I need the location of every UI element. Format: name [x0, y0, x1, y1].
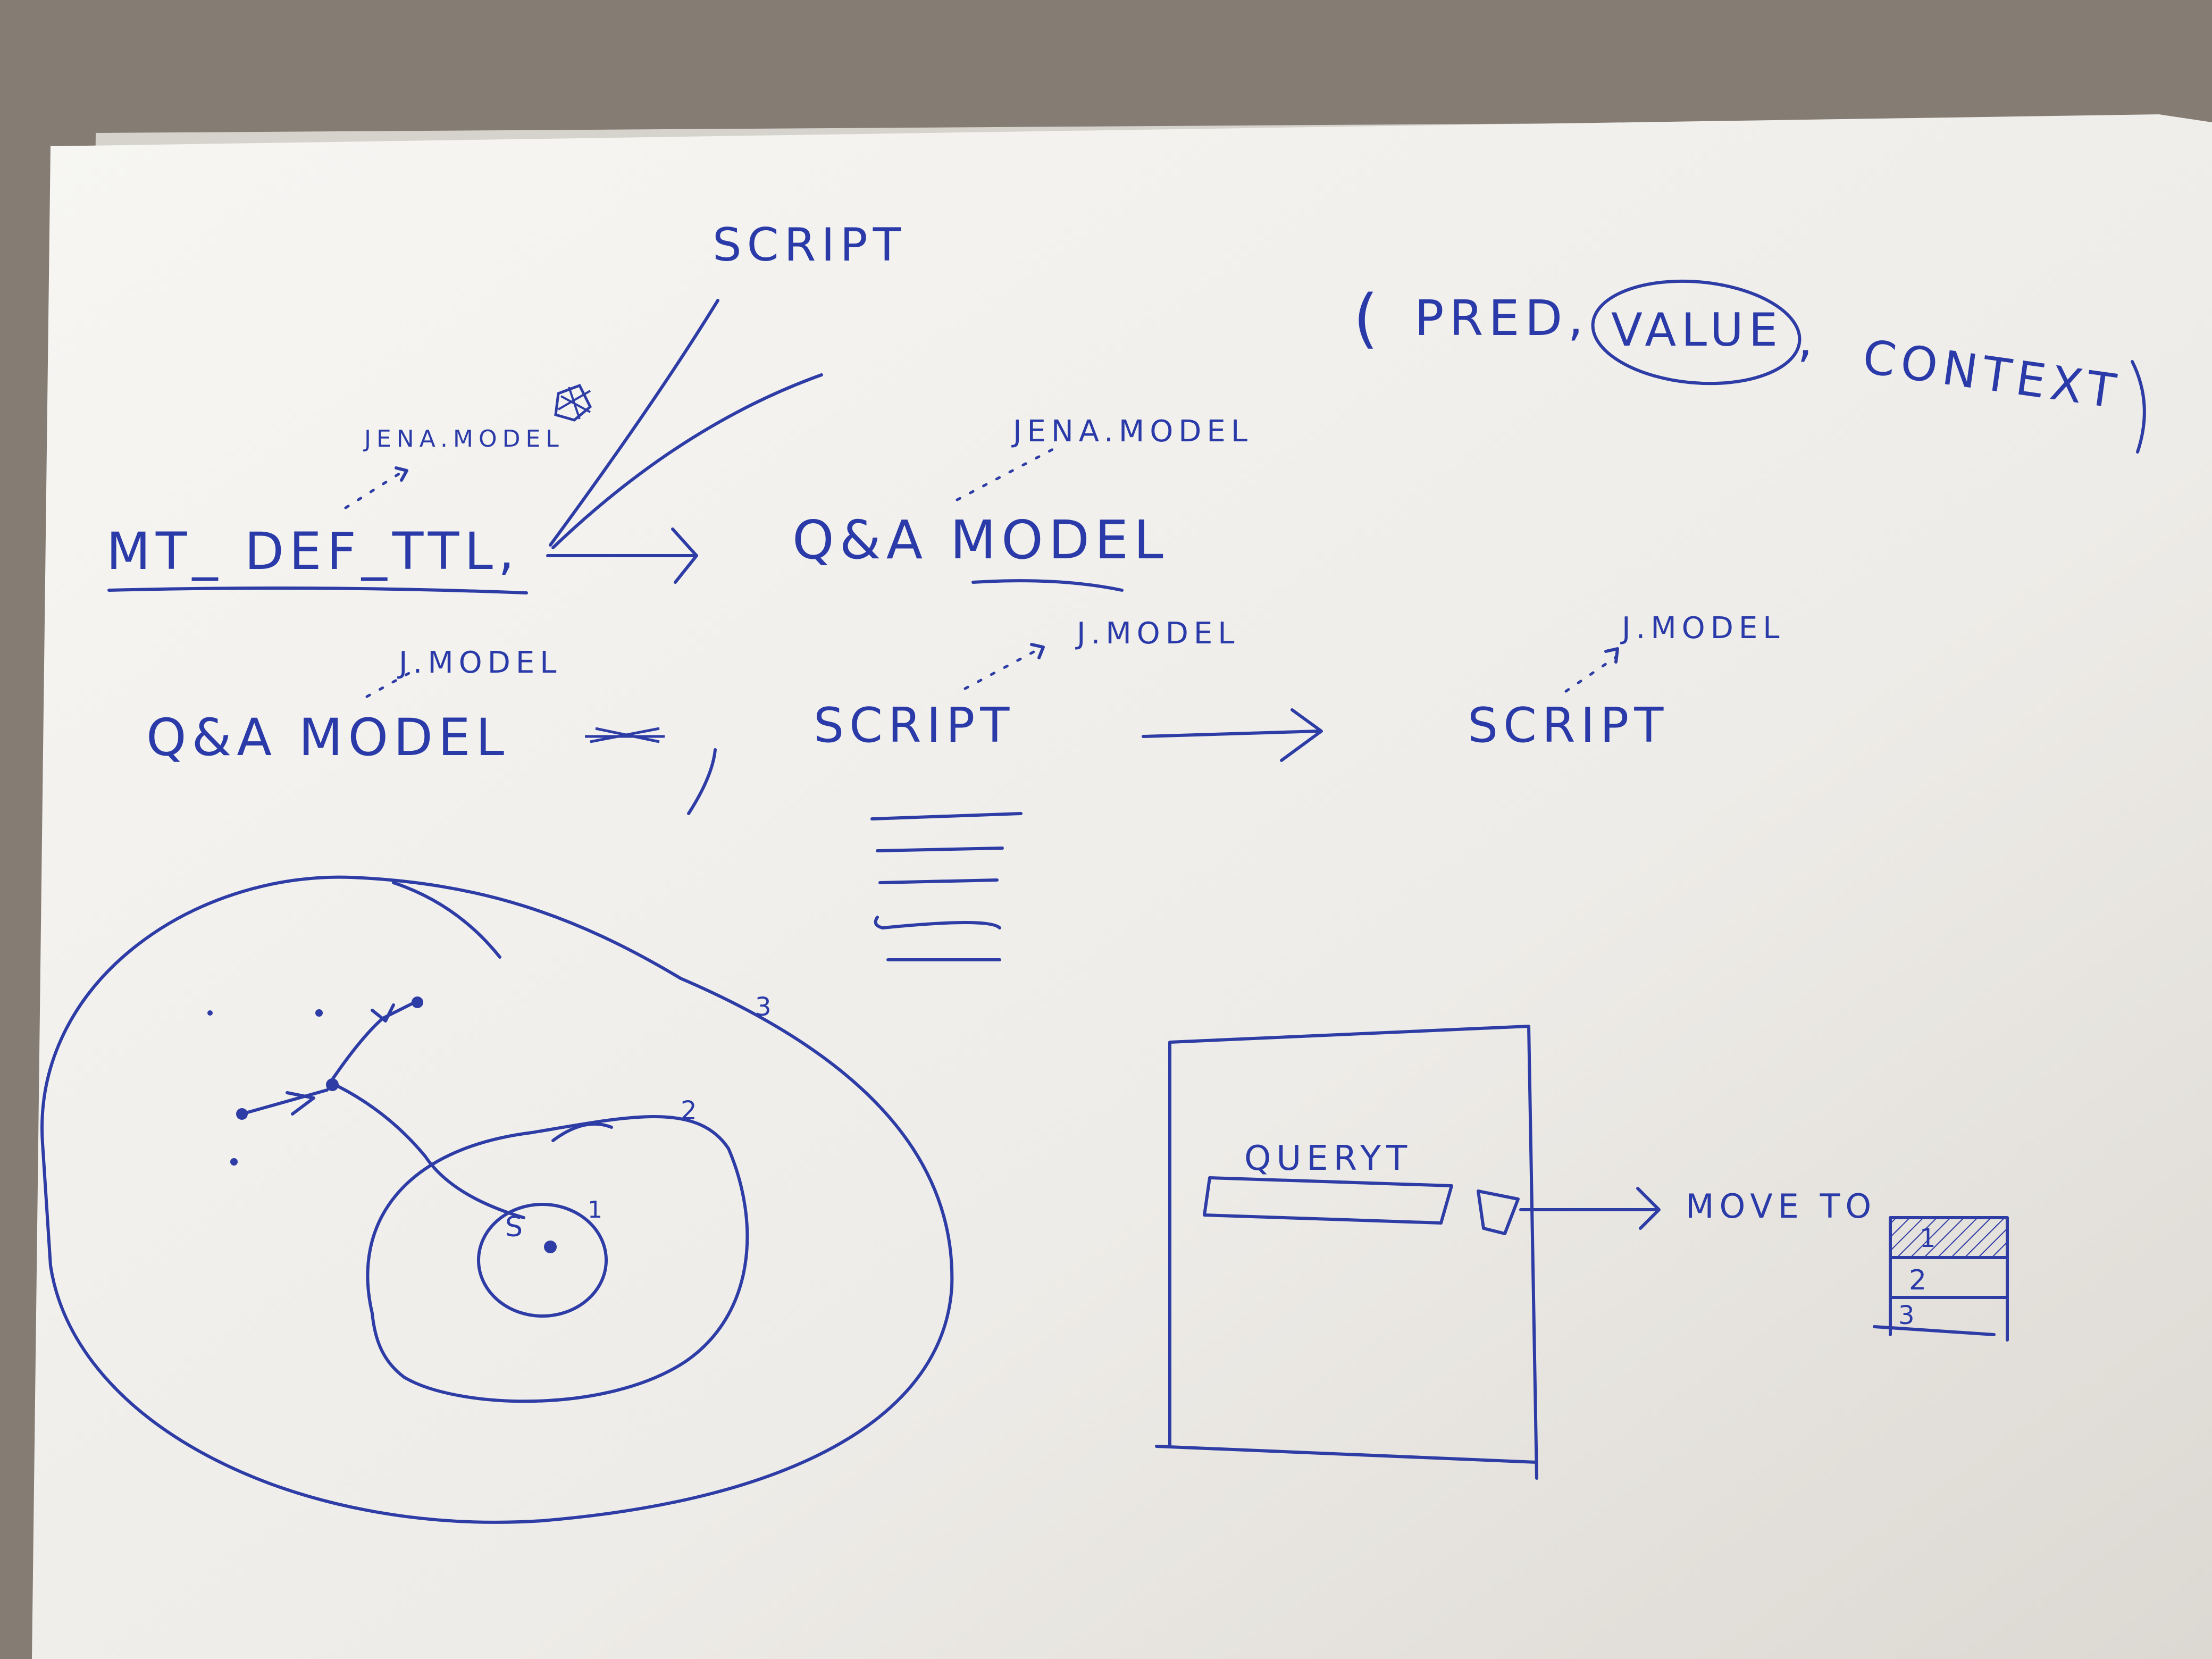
ring-3-number: 3 — [755, 992, 777, 1022]
ring-2 — [366, 1115, 749, 1403]
mt-def-ttl-label: MT_ DEF_TTL, — [106, 522, 520, 581]
document-curl — [874, 916, 884, 929]
scribble-mark — [554, 383, 592, 422]
j-model-right-pointer-head — [1604, 647, 1619, 664]
j-model-center: J.MODEL — [1075, 616, 1239, 651]
script-mid-label: SCRIPT — [814, 698, 1015, 753]
arrow-row2-head — [1280, 708, 1323, 762]
script-line-2 — [551, 373, 823, 549]
tuple-close-paren — [2131, 360, 2146, 454]
tuple-comma: , — [1797, 311, 1818, 368]
trajectory-path — [333, 1083, 525, 1219]
query-input-box — [1203, 1176, 1453, 1225]
arrow-row1-head — [671, 527, 698, 584]
document-lines — [870, 812, 1023, 961]
j-model-right: J.MODEL — [1620, 611, 1784, 646]
j-model-mid: J.MODEL — [397, 646, 562, 680]
tuple-pred: PRED, — [1414, 290, 1589, 347]
dot-3 — [207, 1010, 213, 1016]
stack-label-1: 1 — [1920, 1224, 1941, 1253]
qa-model-top-label: Q&A MODEL — [792, 509, 1169, 571]
script-top-label: SCRIPT — [713, 219, 906, 272]
jena-model-right: JENA.MODEL — [1011, 414, 1253, 449]
trajectory-up-head — [371, 1003, 395, 1023]
scribble-strikeout — [585, 727, 665, 743]
stack-grid — [1873, 1216, 2009, 1342]
j-model-mid-pointer — [365, 668, 416, 698]
qa-model-underline — [971, 579, 1124, 592]
trajectory-left-head — [286, 1091, 315, 1116]
j-model-center-pointer-head — [1030, 643, 1045, 659]
node-b — [412, 996, 423, 1008]
value-circle — [1591, 279, 1802, 386]
dot-2 — [230, 1158, 238, 1166]
stack-slot-1-hatch — [1890, 1218, 2007, 1258]
jena-model-left: JENA.MODEL — [363, 425, 564, 453]
query-label: QUERYT — [1244, 1139, 1412, 1178]
j-model-center-pointer — [963, 647, 1041, 690]
comma-stroke — [687, 748, 717, 815]
query-panel-frame — [1155, 1025, 1538, 1480]
move-to-arrow-head — [1636, 1187, 1661, 1230]
ring-2-number: 2 — [681, 1096, 702, 1126]
node-c — [236, 1108, 248, 1120]
trajectory-up — [331, 1001, 416, 1081]
stack-label-2: 2 — [1909, 1264, 1932, 1296]
script-line-1 — [549, 299, 719, 547]
trajectory-left — [240, 1088, 329, 1116]
stack-label-3: 3 — [1898, 1301, 1920, 1330]
node-a — [326, 1078, 339, 1091]
mt-def-ttl-underline — [107, 586, 528, 594]
tuple-value: VALUE — [1611, 304, 1783, 357]
ring-1 — [477, 1203, 608, 1318]
tuple-open-paren: ( — [1353, 282, 1384, 356]
jena-pointer-left-head — [395, 466, 408, 482]
scribble-fill — [557, 387, 591, 420]
script-right-label: SCRIPT — [1468, 698, 1669, 753]
jena-pointer-right — [956, 448, 1054, 501]
ring-2-overlap — [551, 1122, 613, 1142]
ring-1-number: 1 — [588, 1196, 608, 1224]
query-button-square — [1477, 1189, 1520, 1235]
paper-sheet — [32, 114, 2212, 1659]
arrow-row2 — [1142, 730, 1320, 738]
move-to-label: MOVE TO — [1686, 1187, 1876, 1226]
j-model-right-pointer — [1564, 655, 1618, 693]
dot-1 — [315, 1009, 323, 1017]
qa-model-bottom-label: Q&A MODEL — [146, 708, 509, 767]
ring-3 — [40, 875, 954, 1524]
center-dot — [544, 1241, 557, 1253]
ring-3-overlap — [392, 881, 501, 959]
